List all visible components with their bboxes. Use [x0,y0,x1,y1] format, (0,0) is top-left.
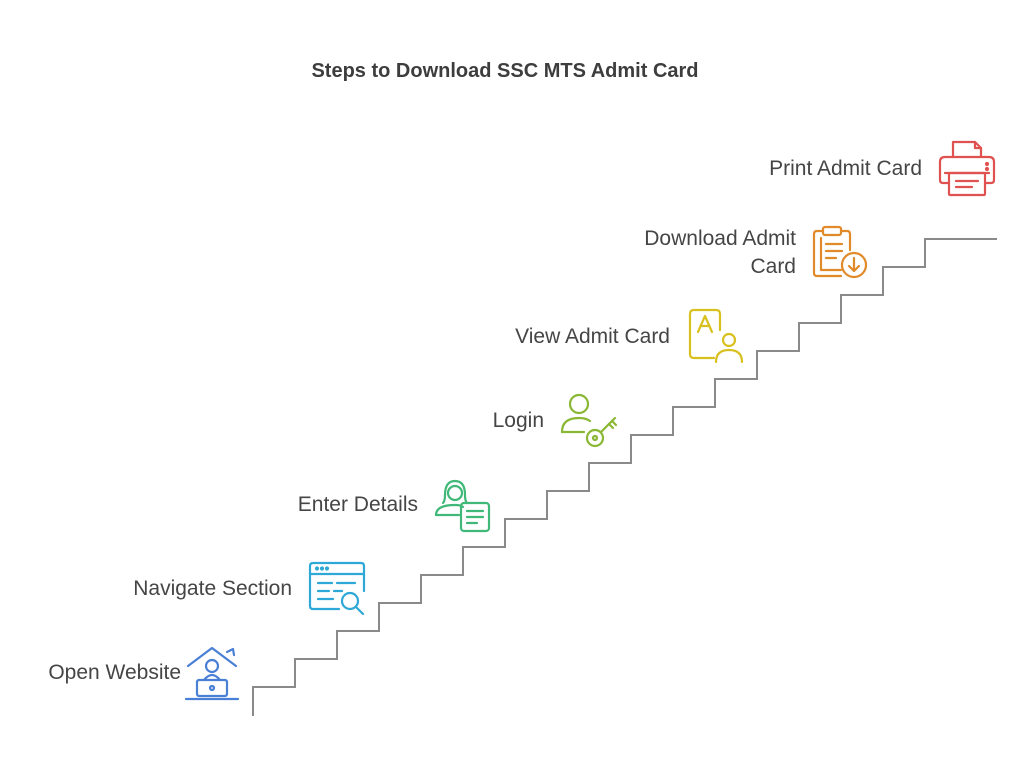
house-laptop-icon [184,646,240,701]
step-print-admit-card-label: Print Admit Card [769,157,922,180]
id-card-user-icon [688,308,744,364]
step-login-label: Login [492,409,544,432]
step-enter-details-label: Enter Details [297,493,418,516]
step-view-admit-card-label: View Admit Card [515,325,670,348]
printer-icon [938,140,996,197]
user-key-icon [560,393,618,448]
step-open-website-label: Open Website [48,661,181,684]
browser-search-icon [308,561,366,616]
clipboard-download-icon [812,225,868,279]
step-download-admit-card-label: Download Admit Card [644,227,796,278]
person-form-icon [434,479,491,533]
step-navigate-section-label: Navigate Section [133,577,292,600]
diagram-title: Steps to Download SSC MTS Admit Card [311,60,699,82]
